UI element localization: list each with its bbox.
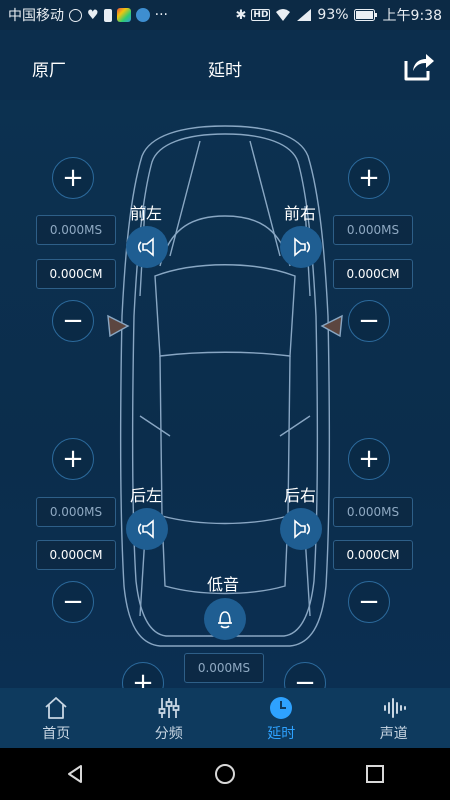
delay-stage: + 0.000MS 0.000CM − 前左 + 0.000MS 0.000CM…	[0, 100, 450, 688]
front-left-minus-button[interactable]: −	[52, 300, 94, 342]
bluetooth-icon: ✱	[235, 7, 247, 23]
front-left-speaker-button[interactable]	[126, 226, 168, 268]
rear-right-plus-button[interactable]: +	[348, 438, 390, 480]
share-icon[interactable]	[402, 49, 436, 83]
equalizer-icon	[158, 698, 180, 718]
tab-delay[interactable]: 延时	[225, 688, 338, 748]
app-notification-icon	[69, 8, 82, 22]
speaker-right-icon	[294, 237, 311, 257]
front-right-label: 前右	[284, 204, 317, 223]
tab-crossover[interactable]: 分频	[113, 688, 226, 748]
rear-left-plus-button[interactable]: +	[52, 438, 94, 480]
front-left-cm-field[interactable]: 0.000CM	[36, 259, 116, 289]
page-title: 延时	[208, 61, 242, 81]
front-left-ms-field[interactable]: 0.000MS	[36, 215, 116, 245]
recents-icon[interactable]	[364, 763, 386, 785]
browser-icon	[135, 8, 150, 22]
back-icon[interactable]	[64, 763, 86, 785]
home-icon	[45, 697, 67, 719]
front-right-minus-button[interactable]: −	[348, 300, 390, 342]
status-bar: 中国移动 ♥ ··· ✱ HD 93% 上午9:38	[0, 0, 450, 30]
speaker-left-icon	[137, 237, 154, 257]
carrier-label: 中国移动	[8, 8, 64, 24]
front-right-cm-field[interactable]: 0.000CM	[333, 259, 413, 289]
clock-time: 上午9:38	[382, 8, 442, 24]
front-right-ms-field[interactable]: 0.000MS	[333, 215, 413, 245]
rear-left-label: 后左	[130, 486, 163, 505]
bell-icon	[218, 611, 232, 629]
more-notifications: ···	[154, 7, 169, 23]
rear-left-minus-button[interactable]: −	[52, 581, 94, 623]
preset-label[interactable]: 原厂	[32, 61, 66, 81]
tab-crossover-label: 分频	[154, 726, 183, 742]
waveform-icon	[383, 698, 406, 718]
heart-icon: ♥	[87, 8, 99, 23]
rear-right-minus-button[interactable]: −	[348, 581, 390, 623]
warning-icon	[103, 8, 112, 22]
app-header: 原厂 延时	[0, 30, 450, 100]
speaker-right-icon	[294, 519, 311, 539]
speaker-left-icon	[137, 519, 154, 539]
rear-right-speaker-button[interactable]	[280, 508, 322, 550]
front-right-plus-button[interactable]: +	[348, 157, 390, 199]
tab-channel[interactable]: 声道	[338, 688, 450, 748]
app-colorful-icon	[116, 8, 131, 22]
clock-icon	[270, 697, 293, 719]
front-right-speaker-button[interactable]	[280, 226, 322, 268]
subwoofer-label: 低音	[207, 575, 240, 594]
rear-right-ms-field[interactable]: 0.000MS	[333, 497, 413, 527]
subwoofer-minus-button[interactable]: −	[284, 662, 326, 688]
tab-channel-label: 声道	[379, 726, 408, 742]
rear-left-speaker-button[interactable]	[126, 508, 168, 550]
subwoofer-ms-field[interactable]: 0.000MS	[184, 653, 264, 683]
wifi-icon	[276, 9, 291, 21]
rear-left-cm-field[interactable]: 0.000CM	[36, 540, 116, 570]
rear-right-label: 后右	[284, 486, 317, 505]
home-circle-icon[interactable]	[214, 763, 236, 785]
rear-left-ms-field[interactable]: 0.000MS	[36, 497, 116, 527]
battery-icon	[353, 9, 377, 21]
subwoofer-speaker-button[interactable]	[204, 598, 246, 640]
bottom-tab-bar: 首页 分频 延时 声道	[0, 688, 450, 748]
tab-home-label: 首页	[42, 726, 71, 742]
hd-icon: HD	[251, 9, 271, 21]
signal-icon	[297, 9, 312, 21]
tab-home[interactable]: 首页	[0, 688, 113, 748]
front-left-plus-button[interactable]: +	[52, 157, 94, 199]
tab-delay-label: 延时	[267, 726, 296, 742]
system-nav-bar	[0, 748, 450, 800]
front-left-label: 前左	[130, 204, 163, 223]
subwoofer-plus-button[interactable]: +	[122, 662, 164, 688]
battery-percent: 93%	[317, 7, 349, 23]
rear-right-cm-field[interactable]: 0.000CM	[333, 540, 413, 570]
